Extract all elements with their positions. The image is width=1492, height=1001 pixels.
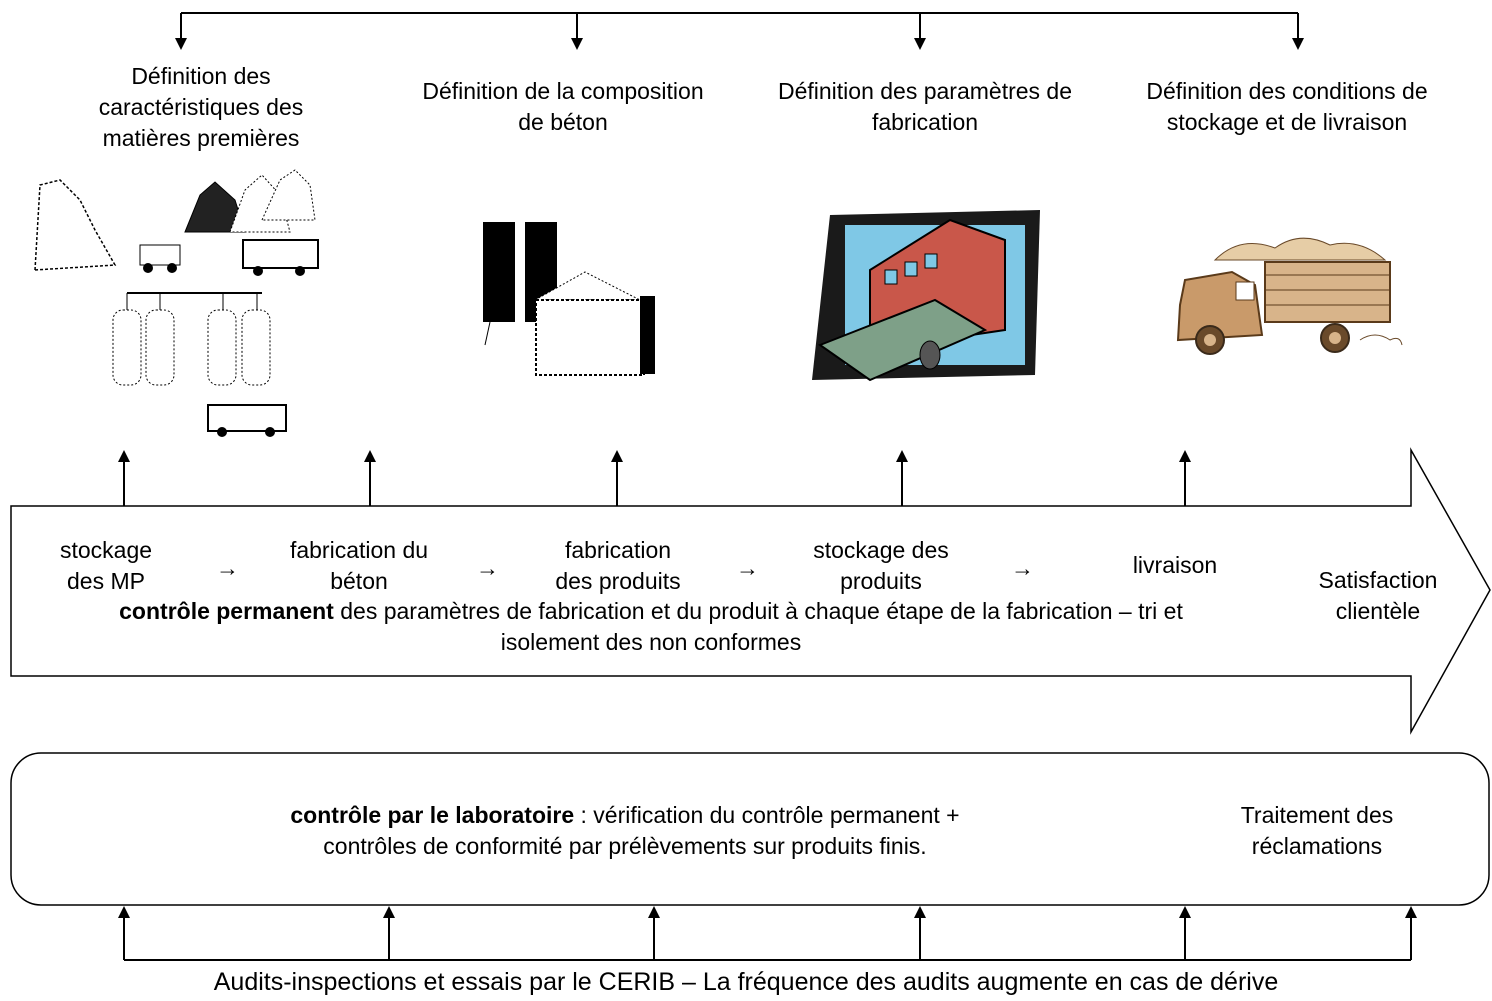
process-step-storage-mp: stockage des MP (36, 535, 176, 597)
process-step-concrete-manufacturing: fabrication du béton (269, 535, 449, 597)
raw-materials-illustration (34, 169, 319, 437)
definition-storage-delivery: Définition des conditions de stockage et… (1112, 76, 1462, 138)
factory-illustration (812, 210, 1040, 382)
step-line: fabrication (564, 537, 672, 563)
laboratory-control-text: contrôle par le laboratoire : vérificati… (160, 800, 1090, 862)
step-arrow: → (736, 555, 759, 581)
process-up-arrows (123, 458, 1186, 506)
definition-line: Définition des conditions de (1146, 78, 1428, 104)
step-line: fabrication du (289, 537, 429, 563)
definition-manufacturing-parameters: Définition des paramètres de fabrication (745, 76, 1105, 138)
definition-raw-materials: Définition des caractéristiques des mati… (41, 61, 361, 154)
satisfaction-line: Satisfaction (1318, 567, 1438, 593)
step-arrow: → (216, 555, 239, 581)
lab-line-1: contrôle par le laboratoire : vérificati… (160, 800, 1090, 831)
laboratory-box (10, 752, 1490, 906)
step-line: produits (840, 568, 922, 594)
step-arrow: → (476, 555, 499, 581)
claims-line: réclamations (1251, 833, 1383, 859)
definition-line: stockage et de livraison (1166, 109, 1408, 135)
audit-arrowheads (118, 906, 1417, 918)
claims-line: Traitement des (1240, 802, 1394, 828)
top-arrowheads (175, 38, 1304, 50)
step-line: livraison (1132, 552, 1218, 578)
lab-rest: : vérification du contrôle permanent + (574, 802, 960, 828)
customer-satisfaction: Satisfaction clientèle (1288, 565, 1468, 627)
control-line-2: isolement des non conformes (500, 629, 802, 655)
definition-line: de béton (518, 109, 608, 135)
process-step-product-storage: stockage des produits (791, 535, 971, 597)
control-rest: des paramètres de fabrication et du prod… (333, 598, 1183, 624)
definition-line: fabrication (871, 109, 979, 135)
process-up-arrowheads (118, 450, 1191, 462)
step-line: des MP (67, 568, 145, 594)
definition-line: Définition des (131, 63, 271, 89)
step-line: stockage des (813, 537, 949, 563)
step-line: des produits (555, 568, 681, 594)
step-line: béton (330, 568, 388, 594)
concrete-silo-illustration (483, 222, 655, 376)
audit-bracket (123, 914, 1412, 961)
satisfaction-line: clientèle (1335, 598, 1421, 624)
step-line: stockage (59, 537, 153, 563)
top-distribution-arrows (180, 12, 1299, 40)
process-big-arrow (10, 447, 1491, 735)
lab-line-2: contrôles de conformité par prélèvements… (323, 833, 927, 859)
control-bold: contrôle permanent (119, 598, 334, 624)
step-arrow: → (1011, 555, 1034, 581)
lab-bold: contrôle par le laboratoire (290, 802, 575, 828)
definition-concrete-composition: Définition de la composition de béton (393, 76, 733, 138)
definition-line: caractéristiques des (98, 94, 304, 120)
definition-line: Définition de la composition (422, 78, 704, 104)
process-step-product-manufacturing: fabrication des produits (528, 535, 708, 597)
audit-text: Audits-inspections et essais par le CERI… (213, 968, 1279, 996)
definition-line: matières premières (102, 125, 300, 151)
definition-line: Définition des paramètres de (777, 78, 1073, 104)
claims-handling: Traitement des réclamations (1207, 800, 1427, 862)
process-step-delivery: livraison (1095, 550, 1255, 581)
delivery-truck-illustration (1176, 237, 1403, 355)
permanent-control-text: contrôle permanent des paramètres de fab… (16, 596, 1286, 658)
control-line-1: contrôle permanent des paramètres de fab… (16, 596, 1286, 627)
